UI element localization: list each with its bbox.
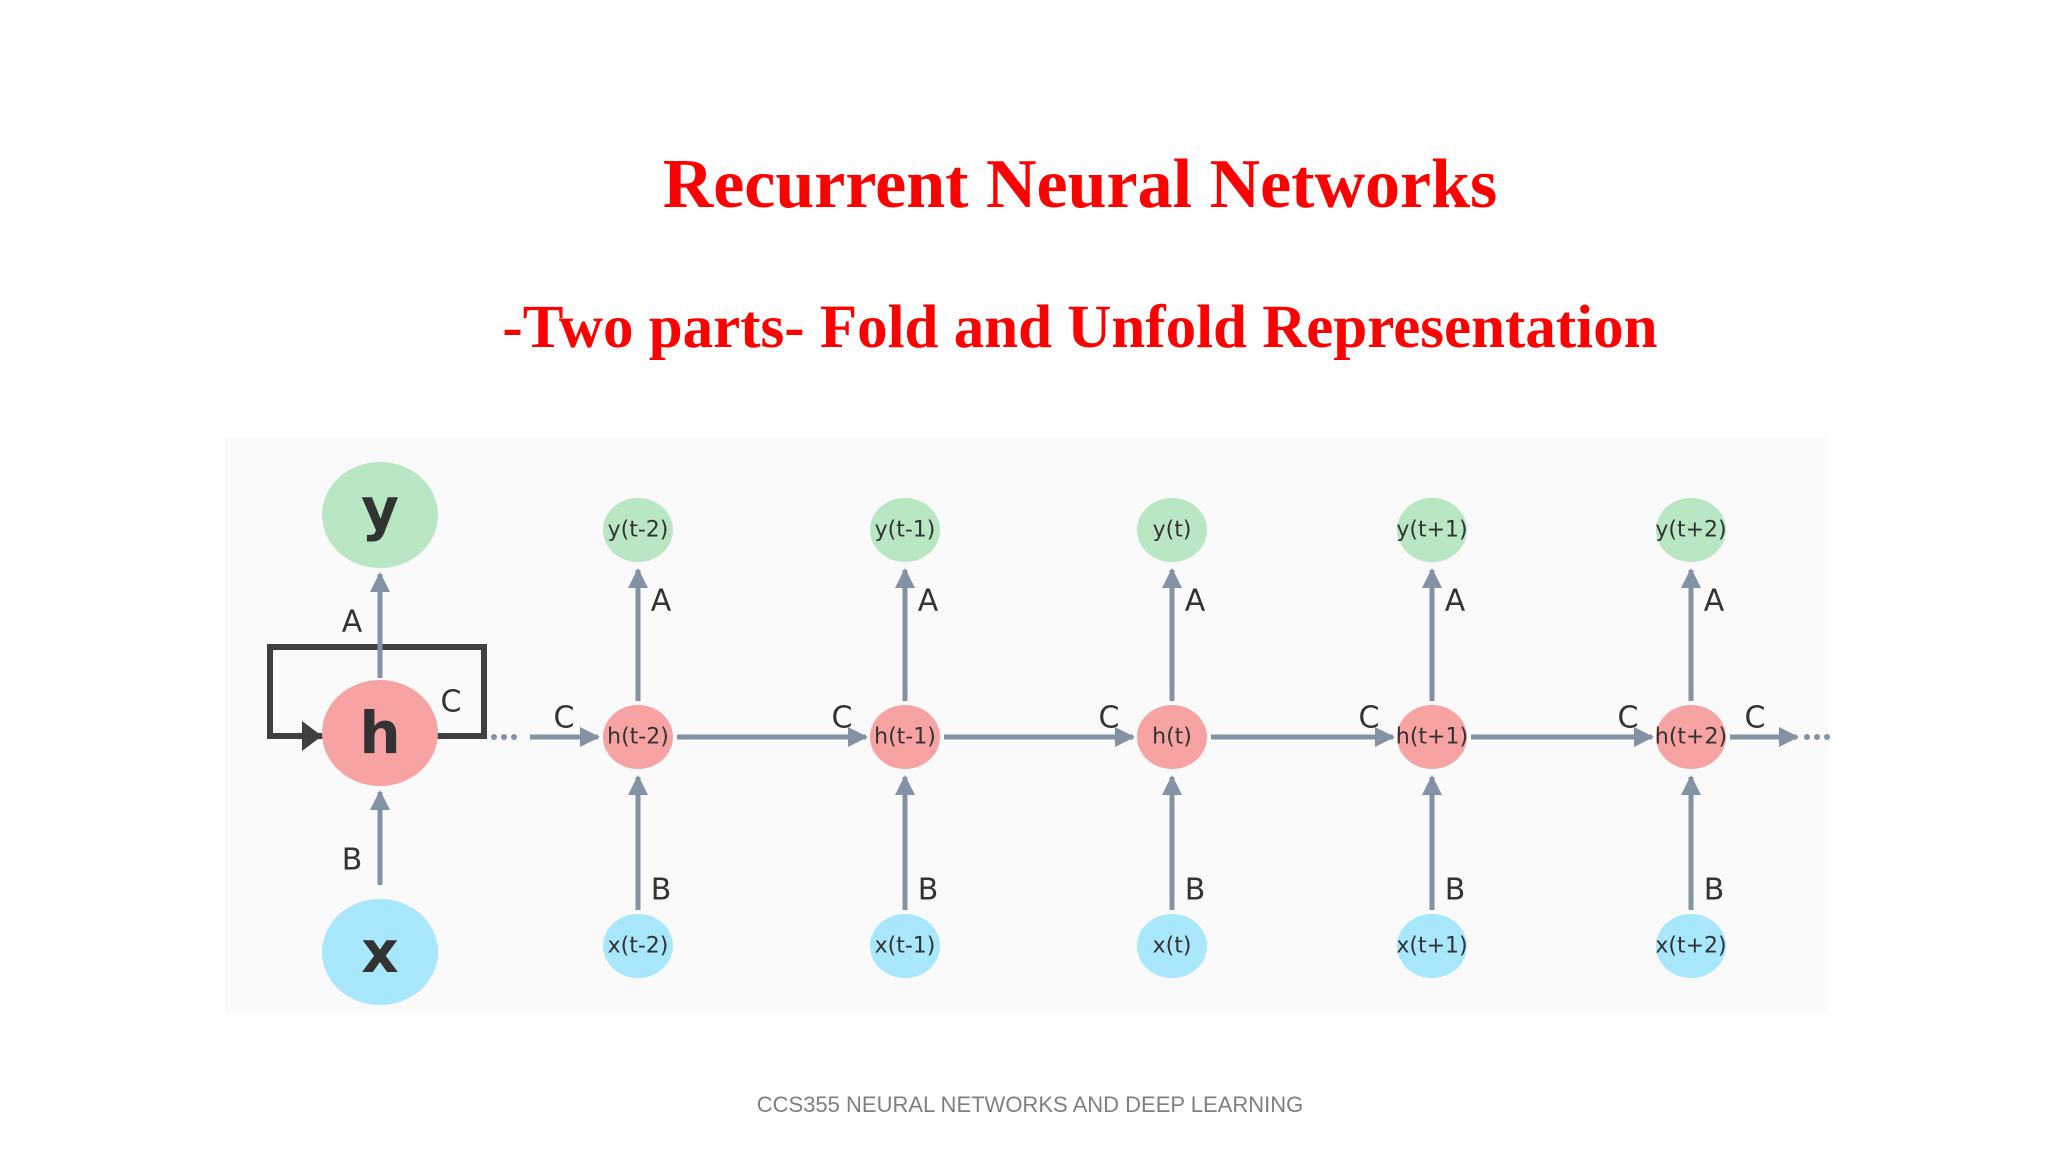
output-node-label: y(t) [1153,518,1192,543]
edge-label-a: A [1704,584,1725,619]
recurrent-loop [267,644,487,739]
hidden-node [1137,705,1207,769]
output-node-label: y(t-1) [875,518,936,543]
edge-label-a: A [651,584,672,619]
output-node-label: y(t-2) [608,518,669,543]
hidden-node [1397,705,1467,769]
input-node-label: x(t) [1153,934,1192,959]
ellipsis-dot [501,734,507,740]
folded-edge-label-b: B [342,843,363,878]
hidden-node-label: h(t-1) [874,725,936,750]
edge-label-b: B [1445,873,1466,908]
edge-label-a: A [1185,584,1206,619]
output-node [1656,498,1726,562]
edge-label-c: C [1099,701,1120,736]
hidden-node [870,705,940,769]
output-node-label: y(t+2) [1655,518,1726,543]
input-node-label: x(t-1) [875,934,936,959]
output-node-label: y(t+1) [1396,518,1467,543]
slide-footer: CCS355 NEURAL NETWORKS AND DEEP LEARNING [756,1092,1304,1117]
input-node-label: x(t+1) [1396,934,1467,959]
folded-edge-label-a: A [342,605,363,640]
edge-label-c: C [1359,701,1380,736]
edge-label-c: C [1618,701,1639,736]
timestep-0 [603,498,673,978]
input-node [870,914,940,978]
folded-output-label: y [361,475,399,543]
folded-edge-label-c: C [441,685,462,720]
timestep-2 [1137,498,1207,978]
edge-label-c: C [1745,701,1766,736]
ellipsis-right [1804,734,1830,740]
edge-label-b: B [1704,873,1725,908]
edge-label-b: B [1185,873,1206,908]
input-node [1137,914,1207,978]
hidden-node [603,705,673,769]
input-node-label: x(t-2) [608,934,669,959]
slide-subtitle: -Two parts- Fold and Unfold Representati… [502,294,1658,361]
timestep-1 [870,498,940,978]
output-node [1137,498,1207,562]
folded-hidden-label: h [359,699,400,767]
input-node [1397,914,1467,978]
ellipsis-dot [511,734,517,740]
hidden-node-label: h(t+2) [1655,725,1727,750]
output-node [603,498,673,562]
edge-label-c: C [554,701,575,736]
hidden-node [1656,705,1726,769]
edge-label-a: A [1445,584,1466,619]
folded-input-node [322,899,438,1005]
input-node [603,914,673,978]
ellipsis-left [491,734,517,740]
timestep-4 [1656,498,1726,978]
edge-label-b: B [651,873,672,908]
folded-output-node [322,462,438,568]
output-node [870,498,940,562]
slide-title: Recurrent Neural Networks [662,146,1498,223]
ellipsis-dot [491,734,497,740]
edge-label-c: C [832,701,853,736]
hidden-node-label: h(t+1) [1396,725,1468,750]
edge-label-b: B [918,873,939,908]
input-node-label: x(t+2) [1655,934,1726,959]
input-node [1656,914,1726,978]
hidden-node-label: h(t) [1152,725,1192,750]
hidden-node-label: h(t-2) [607,725,669,750]
folded-hidden-node [322,680,438,786]
edge-label-a: A [918,584,939,619]
ellipsis-dot [1804,734,1810,740]
ellipsis-dot [1814,734,1820,740]
output-node [1397,498,1467,562]
folded-input-label: x [361,918,398,986]
ellipsis-dot [1824,734,1830,740]
recurrent-loop-arrowhead [302,721,322,751]
timestep-3 [1397,498,1467,978]
diagram-panel [225,438,1827,1012]
